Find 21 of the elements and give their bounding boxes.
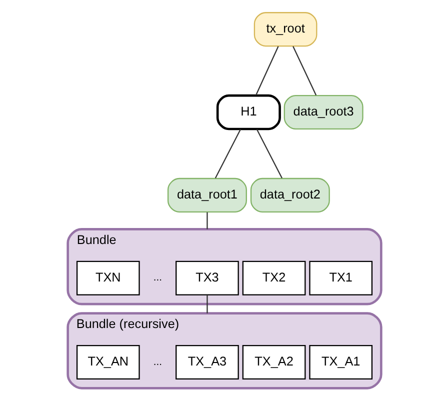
node-box: TXN	[76, 260, 140, 296]
connector	[214, 129, 241, 178]
node-box: TX_A2	[242, 344, 306, 380]
connector	[292, 46, 316, 96]
node-box: TX2	[242, 260, 306, 296]
node-box: H1	[216, 94, 280, 130]
node-box: data_root3	[283, 94, 363, 130]
connector	[256, 129, 282, 178]
connector	[206, 212, 208, 230]
connector	[206, 295, 208, 314]
node-box: tx_root	[253, 12, 317, 47]
node-box: TX_A1	[308, 344, 372, 380]
node-box: data_root1	[166, 178, 246, 212]
label: ...	[152, 272, 162, 284]
node-box: TX1	[308, 260, 372, 296]
node-box: data_root2	[250, 178, 330, 212]
node-box: TX_AN	[76, 344, 140, 380]
connector	[254, 46, 278, 96]
node-box: TX_A3	[175, 344, 238, 380]
label: ...	[152, 356, 162, 368]
node-box: TX3	[175, 260, 238, 296]
